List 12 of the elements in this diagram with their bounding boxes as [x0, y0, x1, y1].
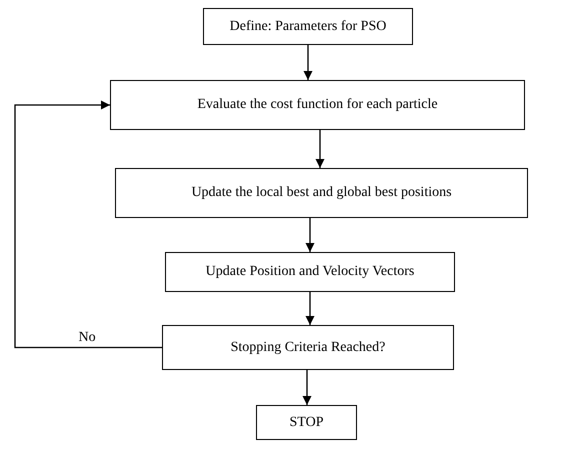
process-box: Evaluate the cost function for each particle — [110, 80, 525, 130]
arrow — [306, 292, 314, 325]
arrow — [304, 45, 312, 80]
process-box: Update Position and Velocity Vectors — [165, 252, 455, 292]
arrow — [306, 218, 314, 252]
arrow — [14, 100, 162, 348]
process-box: Update the local best and global best positions — [115, 168, 528, 218]
process-box: STOP — [256, 405, 357, 440]
process-box: Stopping Criteria Reached? — [162, 325, 454, 370]
arrow — [302, 370, 312, 405]
process-box: Define: Parameters for PSO — [203, 8, 413, 45]
arrow — [316, 130, 324, 168]
